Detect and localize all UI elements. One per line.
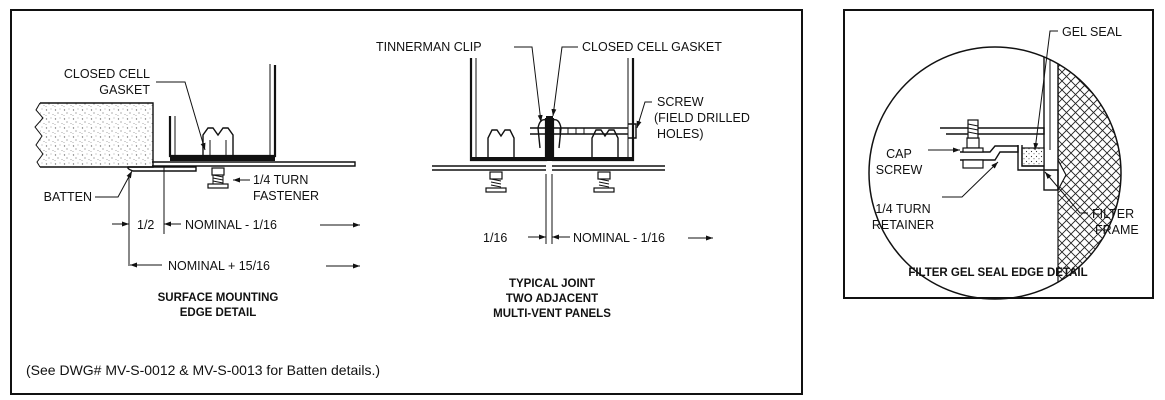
label-tinnerman-clip: TINNERMAN CLIP	[376, 40, 482, 54]
label-retainer-line1: 1/4 TURN	[875, 202, 930, 216]
dim-sixteenth: 1/16	[483, 231, 507, 245]
joint-right-fastener	[593, 171, 615, 193]
label-closed-cell-gasket-line1: CLOSED CELL	[64, 67, 150, 81]
closed-cell-gasket	[170, 156, 275, 161]
caption-typical-joint-line2: TWO ADJACENT	[506, 293, 598, 305]
joint-right-channel	[551, 58, 635, 162]
joint-right-bracket	[591, 129, 619, 157]
cap-screw	[962, 119, 984, 169]
magnifier-circle	[868, 46, 1122, 300]
caption-typical-joint-line3: MULTI-VENT PANELS	[493, 308, 611, 320]
left-panel-border	[10, 9, 803, 395]
caption-typical-joint-line1: TYPICAL JOINT	[509, 278, 595, 290]
quarter-turn-fastener	[207, 167, 229, 189]
caption-surface-mounting-line1: SURFACE MOUNTING	[158, 292, 279, 304]
knife-edge-channel	[940, 127, 1045, 135]
label-closed-cell-gasket-line2: GASKET	[99, 83, 150, 97]
typical-joint-detail: TINNERMAN CLIP CLOSED CELL GASKET SCREW …	[376, 40, 750, 320]
joint-left-fastener	[485, 171, 507, 193]
label-screw-line1: SCREW	[657, 95, 704, 109]
right-panel: GEL SEAL CAP SCREW 1/4 TURN RETAINER FIL…	[843, 9, 1154, 300]
label-screw-line3: HOLES)	[657, 127, 704, 141]
insulation-block	[40, 103, 153, 167]
joint-ceiling-sheet-left	[432, 165, 546, 171]
dim-half: 1/2	[137, 218, 154, 232]
filter-media	[1057, 47, 1121, 299]
label-batten: BATTEN	[44, 190, 92, 204]
caption-surface-mounting-line2: EDGE DETAIL	[180, 307, 256, 319]
label-filter-frame-line2: FRAME	[1095, 223, 1139, 237]
gel-seal	[1021, 147, 1045, 167]
ceiling-sheet	[152, 161, 356, 167]
dim-nominal-minus-joint: NOMINAL - 1/16	[573, 231, 665, 245]
label-retainer-line2: RETAINER	[872, 218, 934, 232]
fastener-bracket	[202, 127, 234, 156]
label-cap-screw-line2: SCREW	[876, 163, 923, 177]
label-quarter-turn-fastener-line2: FASTENER	[253, 189, 319, 203]
label-screw-line2: (FIELD DRILLED	[654, 111, 750, 125]
caption-filter-gel-seal: FILTER GEL SEAL EDGE DETAIL	[908, 267, 1087, 279]
panel-channel	[168, 65, 277, 158]
label-filter-frame-line1: FILTER	[1092, 207, 1134, 221]
left-panel: CLOSED CELL GASKET BATTEN 1/4 TURN FASTE…	[10, 9, 803, 395]
dim-nominal-plus: NOMINAL + 15/16	[168, 259, 270, 273]
label-cap-screw-line1: CAP	[886, 147, 912, 161]
joint-center-gasket	[546, 116, 553, 161]
filter-frame	[1017, 145, 1059, 190]
right-panel-border	[843, 9, 1154, 299]
joint-ceiling-sheet-right	[552, 165, 665, 171]
batten	[127, 166, 197, 172]
housing-wall	[1043, 47, 1059, 191]
quarter-turn-retainer	[960, 145, 1019, 161]
label-gel-seal: GEL SEAL	[1062, 25, 1122, 39]
joint-left-bracket	[487, 129, 515, 157]
label-quarter-turn-fastener-line1: 1/4 TURN	[253, 173, 308, 187]
batten-reference-note: (See DWG# MV-S-0012 & MV-S-0013 for Batt…	[26, 362, 380, 378]
label-closed-cell-gasket-joint: CLOSED CELL GASKET	[582, 40, 722, 54]
dim-nominal-minus-left: NOMINAL - 1/16	[185, 218, 277, 232]
surface-mounting-detail: CLOSED CELL GASKET BATTEN 1/4 TURN FASTE…	[34, 64, 360, 319]
magnified-detail	[940, 47, 1121, 299]
